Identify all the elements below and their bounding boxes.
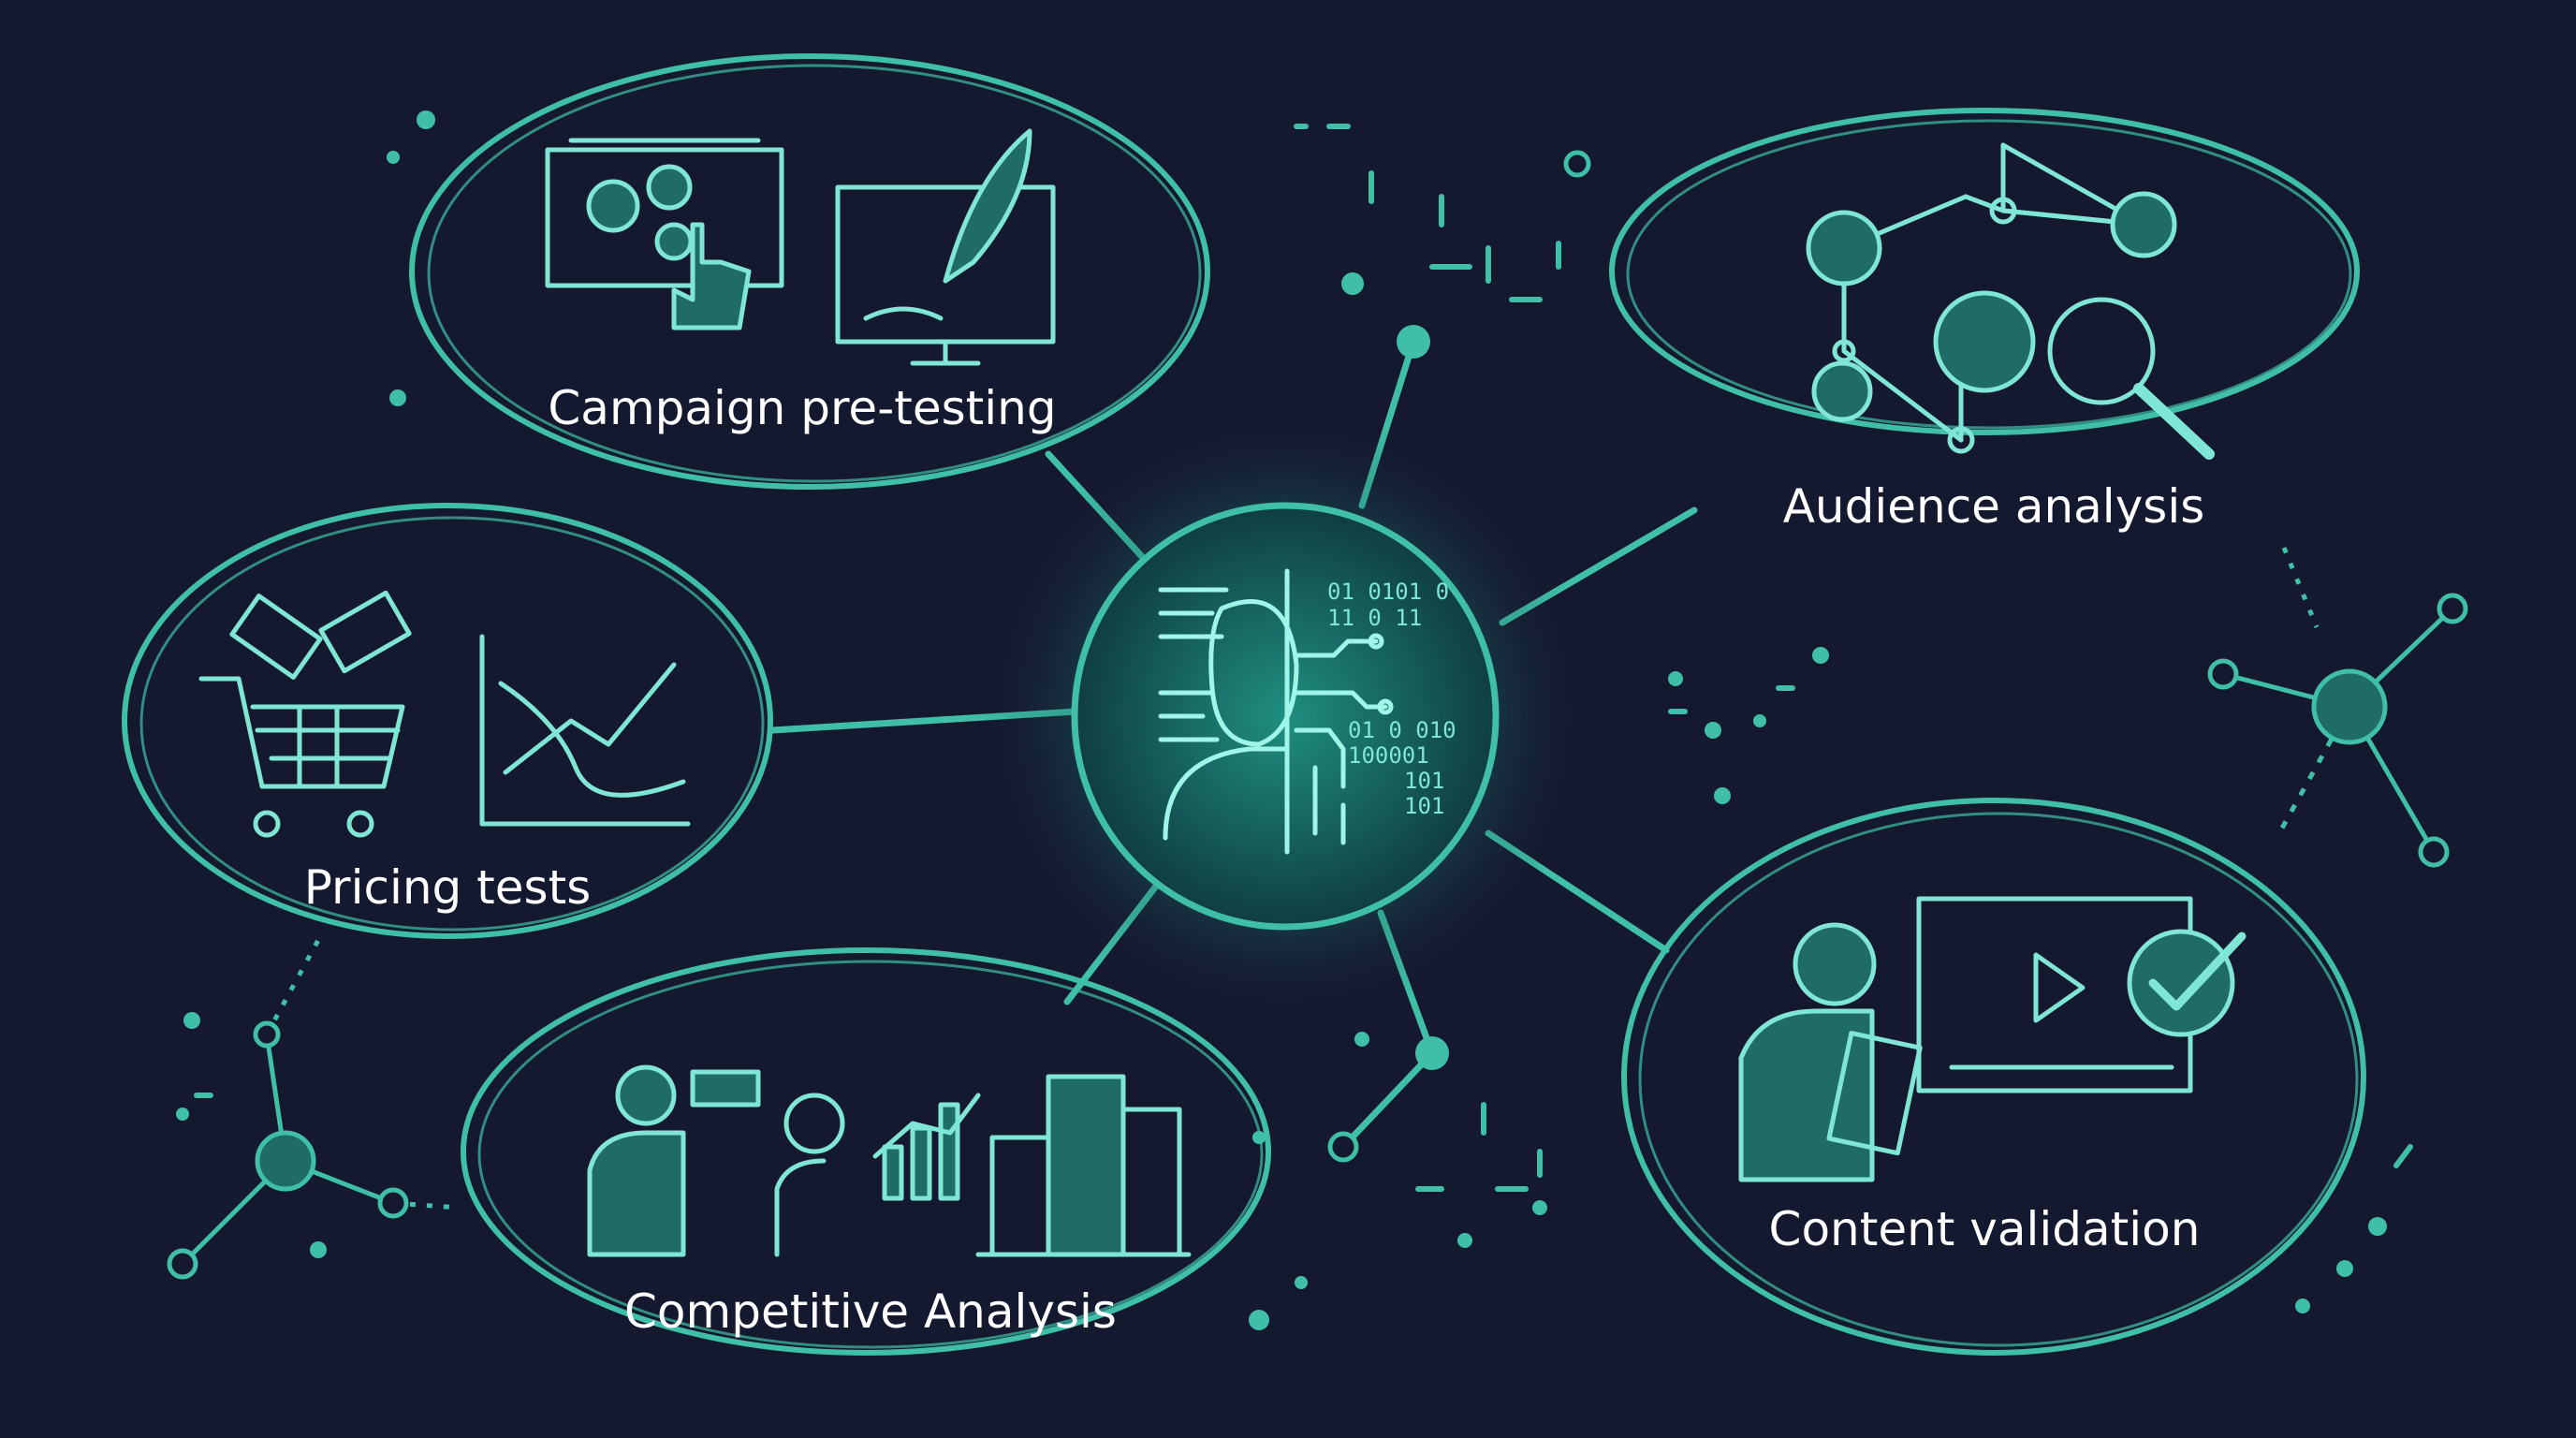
binary-line: 01 0101 0 <box>1327 579 1449 605</box>
node-label-audience: Audience analysis <box>1783 479 2205 534</box>
price-tag-icon <box>229 590 412 680</box>
node-label-campaign: Campaign pre-testing <box>548 381 1056 435</box>
node-label-pricing: Pricing tests <box>304 860 592 915</box>
binary-text: 01 0101 0 11 0 11 01 0 010 100001 101 10… <box>1327 579 1456 819</box>
binary-line: 11 0 11 <box>1327 605 1422 631</box>
person-tablet-icon <box>1738 922 1923 1182</box>
decorative-dots <box>176 110 2387 1330</box>
growth-chart-icon <box>774 1093 981 1257</box>
node-content-validation: Content validation <box>1621 798 2366 1356</box>
node-audience-analysis: Audience analysis <box>1609 108 2360 534</box>
line-chart-icon <box>479 634 691 827</box>
shopping-cart-icon <box>198 676 405 838</box>
binary-line: 101 <box>1404 793 1444 819</box>
buildings-icon <box>975 1074 1192 1257</box>
hub: 01 0101 0 11 0 11 01 0 010 100001 101 10… <box>976 407 1594 1025</box>
binary-line: 101 <box>1404 768 1444 794</box>
billboard-gears-icon <box>545 138 784 288</box>
node-label-competitive: Competitive Analysis <box>624 1284 1117 1339</box>
hand-pointer-icon <box>671 222 752 330</box>
binary-line: 100001 <box>1348 742 1429 769</box>
connector-bottom-dot-2 <box>1339 1049 1436 1151</box>
check-badge-icon <box>2127 929 2247 1037</box>
decorative-network-right <box>2207 547 2468 868</box>
node-competitive-analysis: Competitive Analysis <box>461 947 1271 1356</box>
binary-line: 01 0 010 <box>1348 717 1456 743</box>
rocket-monitor-icon <box>835 128 1056 366</box>
binoculars-person-icon <box>587 1064 761 1257</box>
node-pricing-tests: Pricing tests <box>122 503 773 939</box>
ai-human-circuit-icon <box>1158 568 1394 855</box>
decorative-network-left <box>167 930 460 1280</box>
decorative-dashes <box>194 124 2413 1192</box>
user-network-icon <box>1806 142 2177 454</box>
node-label-content: Content validation <box>1769 1202 2201 1256</box>
node-campaign-pre-testing: Campaign pre-testing <box>409 53 1210 490</box>
magnifier-icon <box>2047 297 2215 460</box>
